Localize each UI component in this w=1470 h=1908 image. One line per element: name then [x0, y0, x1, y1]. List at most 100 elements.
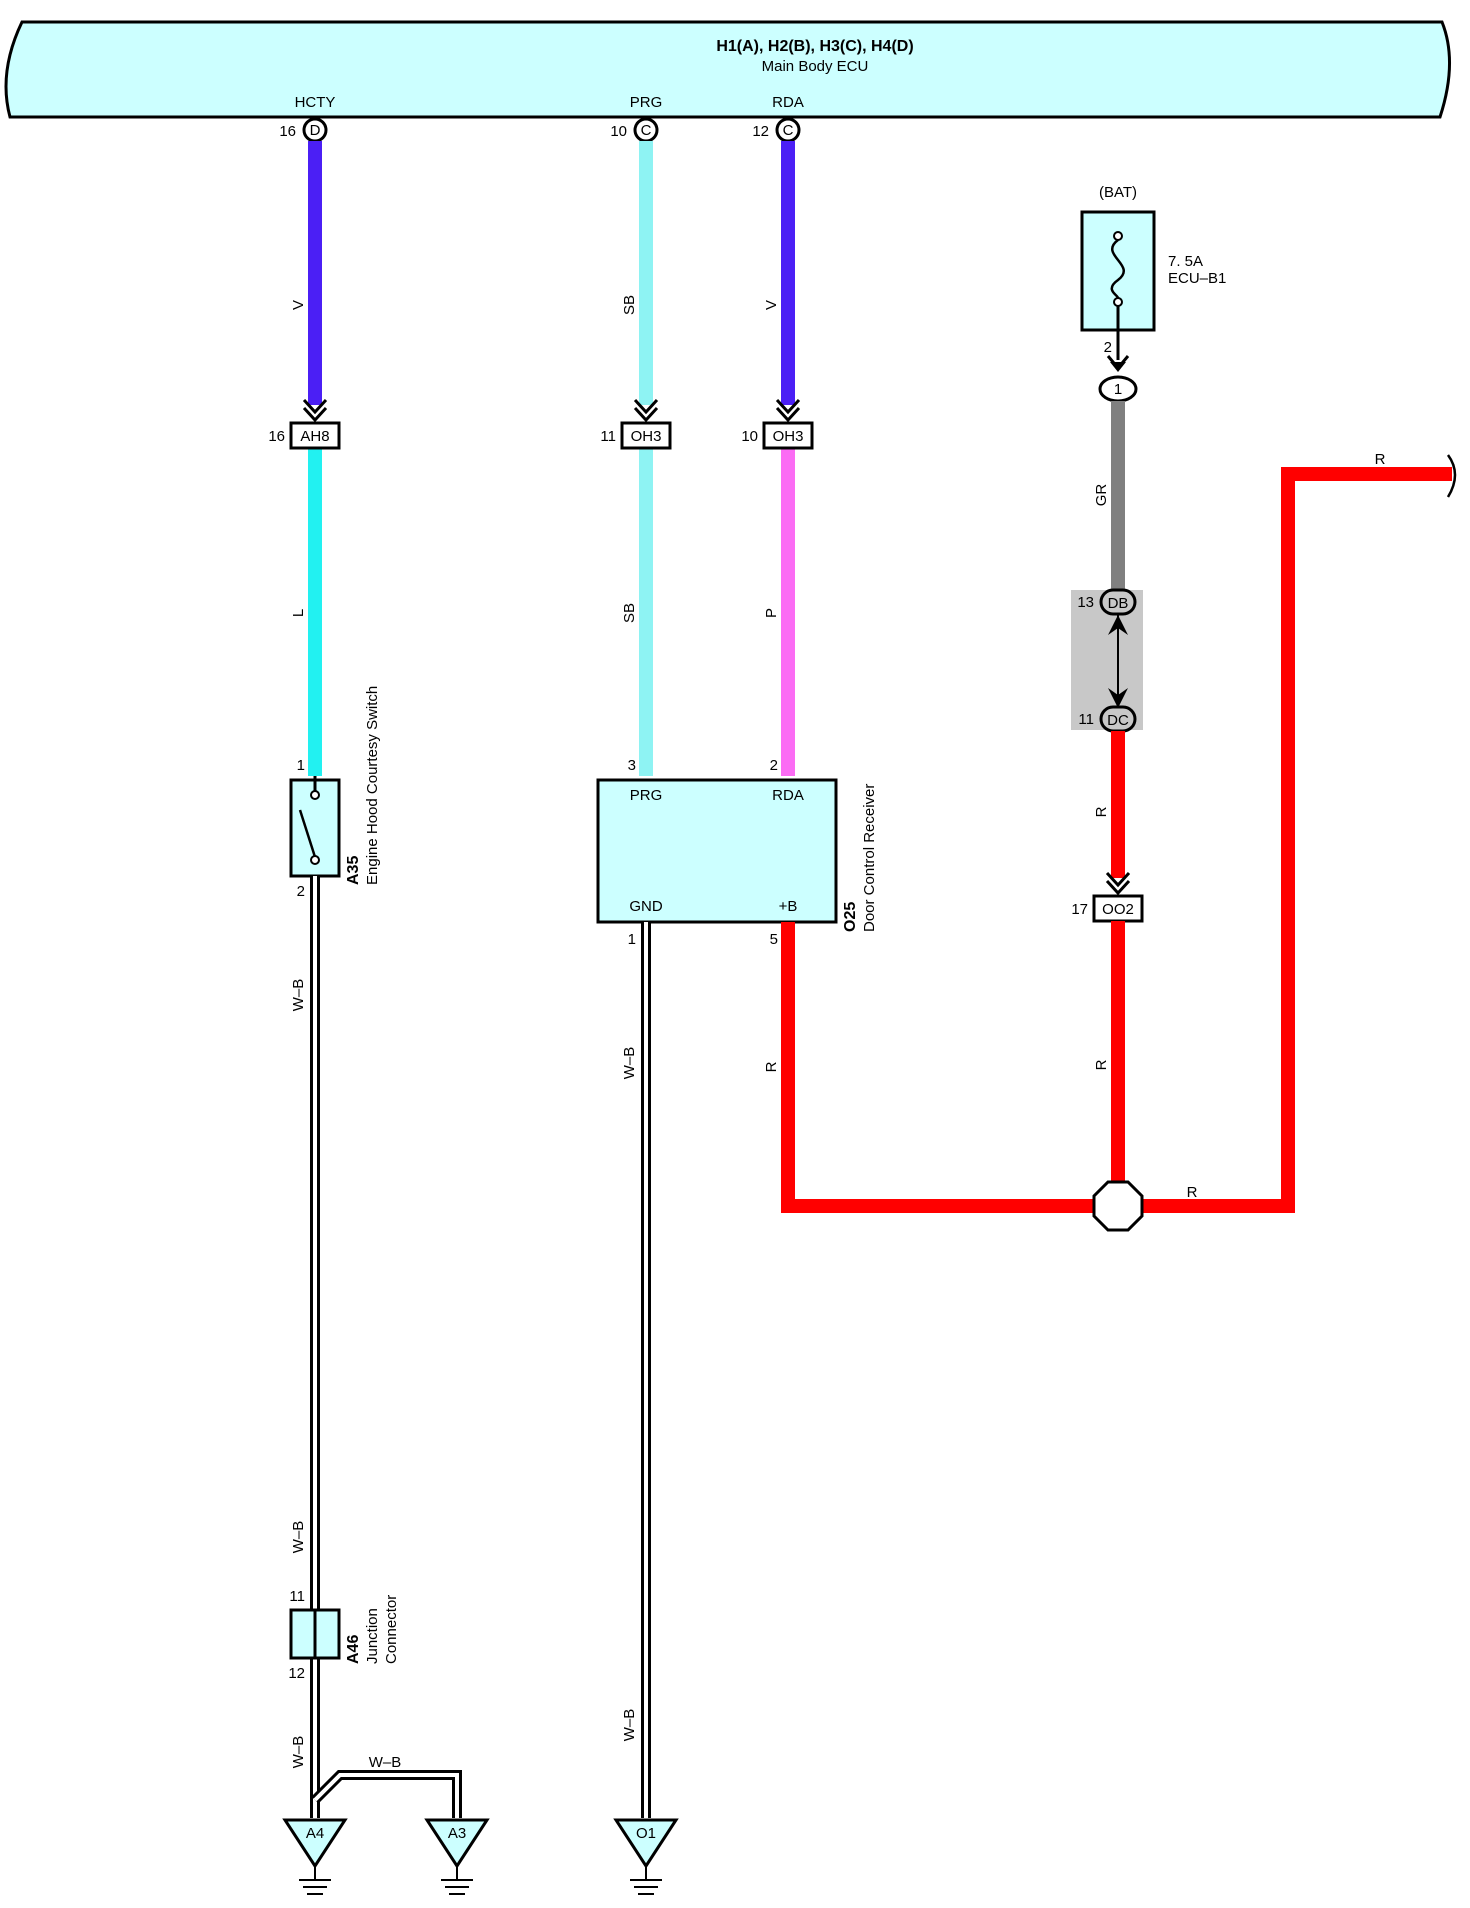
connector-oh3-prg-id: OH3 — [631, 428, 662, 445]
connector-ah8-id: AH8 — [300, 428, 329, 445]
ecu-pin-rda-conn: C — [783, 122, 794, 139]
label-wb-a46-top: W–B — [290, 1521, 307, 1554]
ground-a4: A4 — [282, 1818, 348, 1895]
receiver-pin-bplus: 5 — [770, 931, 778, 948]
connector-oh3-prg: OH3 11 — [600, 421, 672, 450]
chevrons-oo2 — [1105, 871, 1131, 896]
chevron-prg-b — [633, 406, 659, 423]
receiver-term-gnd: GND — [629, 898, 663, 915]
label-r-bottom: R — [1187, 1184, 1198, 1201]
fuse-source: (BAT) — [1099, 184, 1137, 201]
junction-1: 1 — [1098, 375, 1138, 403]
fuse-arrowhead-icon — [1110, 362, 1126, 372]
label-wb-a35: W–B — [290, 979, 307, 1012]
label-prg-sb-lower: SB — [621, 603, 638, 623]
label-rda-p: P — [763, 608, 780, 618]
connector-oh3-rda-id: OH3 — [773, 428, 804, 445]
ecu-pin-hcty-conn: D — [310, 122, 321, 139]
junction-name: Junction — [364, 1608, 381, 1664]
engine-hood-switch: 1 2 A35 Engine Hood Courtesy Switch — [289, 686, 381, 900]
receiver-pin-prg: 3 — [628, 757, 636, 774]
receiver-pin-gnd: 1 — [628, 931, 636, 948]
ground-a3-label: A3 — [448, 1825, 466, 1842]
receiver-name: Door Control Receiver — [861, 784, 878, 932]
junction-pin-bottom: 12 — [288, 1665, 305, 1682]
receiver-term-bplus: +B — [779, 898, 798, 915]
chevron-hcty-a — [302, 398, 328, 415]
receiver-pin-rda: 2 — [770, 757, 778, 774]
junction-name2: Connector — [383, 1595, 400, 1664]
chevron-prg-a — [633, 398, 659, 415]
ecu-pin-hcty: D 16 — [279, 117, 328, 143]
fuse-pin-out: 2 — [1104, 339, 1112, 356]
ecu-connectors: H1(A), H2(B), H3(C), H4(D) — [716, 38, 913, 55]
connector-oh3-prg-pin: 11 — [600, 428, 616, 445]
ecu-pin-prg-conn: C — [641, 122, 652, 139]
dc-arrow-icon — [1108, 688, 1128, 708]
chevron-rda-b — [775, 406, 801, 423]
connector-oh3-rda: OH3 10 — [741, 421, 814, 450]
connector-db-dc: DB 13 DC 11 — [1071, 588, 1143, 733]
connector-oo2: OO2 17 — [1071, 894, 1144, 923]
ground-a3: A3 — [424, 1818, 490, 1895]
wire-r-bplus — [781, 922, 1094, 1213]
junction-connector: 11 12 A46 Junction Connector — [288, 1588, 400, 1682]
wire-continuation-icon — [1446, 454, 1457, 498]
chevrons-row1 — [302, 398, 801, 423]
label-wb-a46-bottom: W–B — [290, 1736, 307, 1769]
connector-dc-pin: 11 — [1078, 711, 1094, 728]
switch-pin-top: 1 — [297, 757, 305, 774]
label-gr: GR — [1093, 484, 1110, 507]
label-wb-o25-bottom: W–B — [621, 1709, 638, 1742]
chevron-hcty-b — [302, 406, 328, 423]
connector-oo2-pin: 17 — [1071, 901, 1088, 918]
switch-code: A35 — [345, 856, 362, 885]
switch-name: Engine Hood Courtesy Switch — [364, 686, 381, 885]
ecu-pin-prg-number: 10 — [610, 123, 627, 140]
ecu-pin-prg: C 10 — [610, 117, 659, 143]
fuse-name: ECU–B1 — [1168, 270, 1226, 287]
label-hcty-l: L — [290, 609, 307, 617]
junction-1-label: 1 — [1114, 381, 1122, 398]
ecu-signal-hcty: HCTY — [295, 94, 336, 111]
door-control-receiver: PRG RDA GND +B 3 2 1 5 O25 Door Control … — [596, 757, 878, 948]
ecu-name: Main Body ECU — [762, 58, 869, 75]
connector-dc-id: DC — [1107, 712, 1129, 729]
label-r-top: R — [1375, 451, 1386, 468]
label-rda-v: V — [763, 300, 780, 310]
chevron-rda-a — [775, 398, 801, 415]
connector-ah8: AH8 16 — [268, 421, 341, 450]
main-body-ecu: H1(A), H2(B), H3(C), H4(D) Main Body ECU… — [4, 20, 1451, 119]
ground-o1-label: O1 — [636, 1825, 656, 1842]
label-r-dc: R — [1093, 806, 1110, 817]
connector-oo2-id: OO2 — [1102, 901, 1134, 918]
ground-a4-label: A4 — [306, 1825, 324, 1842]
fuse-ecu-b1: (BAT) 7. 5A ECU–B1 2 — [1080, 184, 1226, 372]
ecu-pin-hcty-number: 16 — [279, 123, 296, 140]
label-prg-sb: SB — [621, 295, 638, 315]
receiver-term-prg: PRG — [630, 787, 663, 804]
ground-o1: O1 — [613, 1818, 679, 1895]
label-wb-o25-top: W–B — [621, 1047, 638, 1080]
connector-db-pin: 13 — [1077, 594, 1094, 611]
db-arrow-icon — [1108, 615, 1128, 635]
receiver-term-rda: RDA — [772, 787, 804, 804]
splice-point — [1092, 1180, 1144, 1232]
ecu-signal-prg: PRG — [630, 94, 663, 111]
chevron-oo2-b — [1105, 879, 1131, 896]
wire-wb-a3 — [311, 1770, 462, 1818]
receiver-code: O25 — [842, 902, 859, 932]
ecu-pin-rda: C 12 — [752, 117, 801, 143]
chevron-oo2-a — [1105, 871, 1131, 888]
label-hcty-v: V — [290, 300, 307, 310]
wire-r-bottom — [1142, 467, 1452, 1213]
connector-db-id: DB — [1108, 595, 1129, 612]
label-r-bplus: R — [763, 1061, 780, 1072]
ecu-signal-rda: RDA — [772, 94, 804, 111]
junction-pin-top: 11 — [289, 1588, 305, 1605]
fuse-rating: 7. 5A — [1168, 253, 1203, 270]
label-wb-a3: W–B — [369, 1754, 402, 1771]
connector-oh3-rda-pin: 10 — [741, 428, 758, 445]
junction-code: A46 — [345, 1635, 362, 1664]
